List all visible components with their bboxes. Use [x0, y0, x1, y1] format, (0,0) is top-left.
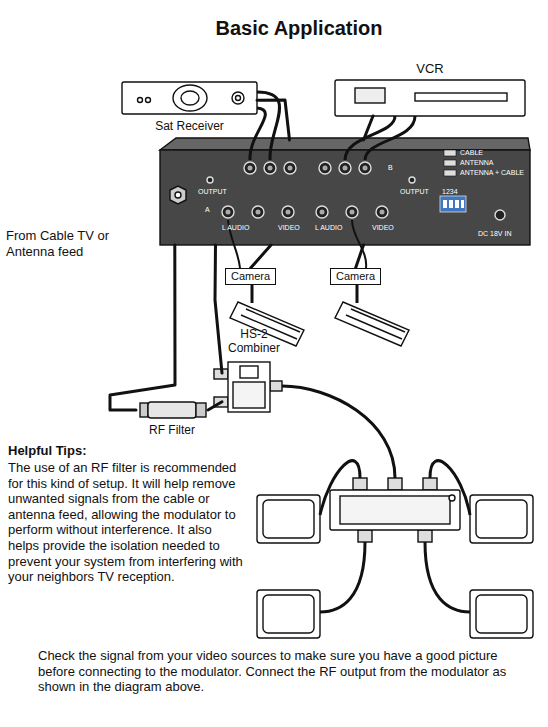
panel-label: OUTPUT — [198, 188, 227, 195]
modulator-unit: CABLE ANTENNA ANTENNA + CABLE 1234 OUTPUT A L … — [160, 140, 530, 245]
cable-connector — [364, 116, 374, 140]
cable-connector — [257, 100, 290, 140]
receiver-device: Sat Receiver — [122, 82, 257, 134]
panel-label: 1234 — [442, 188, 458, 195]
panel-label: CABLE — [460, 149, 483, 156]
tips-heading: Helpful Tips: — [8, 443, 246, 459]
panel-label: OUTPUT — [400, 188, 429, 195]
panel-label: DC 18V IN — [478, 230, 511, 237]
node-label: Camera — [336, 270, 375, 283]
cable-connector — [215, 245, 222, 373]
combiner: HS-2 Combiner — [222, 328, 286, 410]
panel-label: L AUDIO — [222, 224, 249, 231]
cable-connector — [208, 402, 222, 410]
node-label: Camera — [231, 270, 270, 283]
camera-label: Camera — [225, 268, 276, 285]
cable-connector — [356, 245, 364, 268]
panel-label: ANTENNA + CABLE — [460, 169, 524, 176]
panel-label: ANTENNA — [460, 159, 493, 166]
panel-label: L AUDIO — [315, 224, 342, 231]
cable-connector — [251, 245, 271, 268]
vcr-device: VCR — [335, 62, 525, 116]
tips-body: The use of an RF filter is recommended f… — [8, 460, 246, 585]
cable-connector — [110, 245, 175, 410]
node-label: RF Filter — [149, 424, 195, 438]
rf-filter: RF Filter — [136, 398, 208, 438]
panel-label: VIDEO — [372, 224, 394, 231]
instruction-note: Check the signal from your video sources… — [38, 648, 530, 695]
panel-label: B — [388, 164, 393, 171]
camera-label: Camera — [330, 268, 381, 285]
node-label: Sat Receiver — [155, 120, 224, 134]
title: Basic Application — [0, 16, 548, 40]
feed-label: From Cable TV or Antenna feed — [6, 228, 146, 259]
panel-label: VIDEO — [278, 224, 300, 231]
node-label: HS-2 Combiner — [222, 328, 286, 356]
node-label: VCR — [416, 62, 443, 77]
panel-label: A — [205, 206, 210, 213]
